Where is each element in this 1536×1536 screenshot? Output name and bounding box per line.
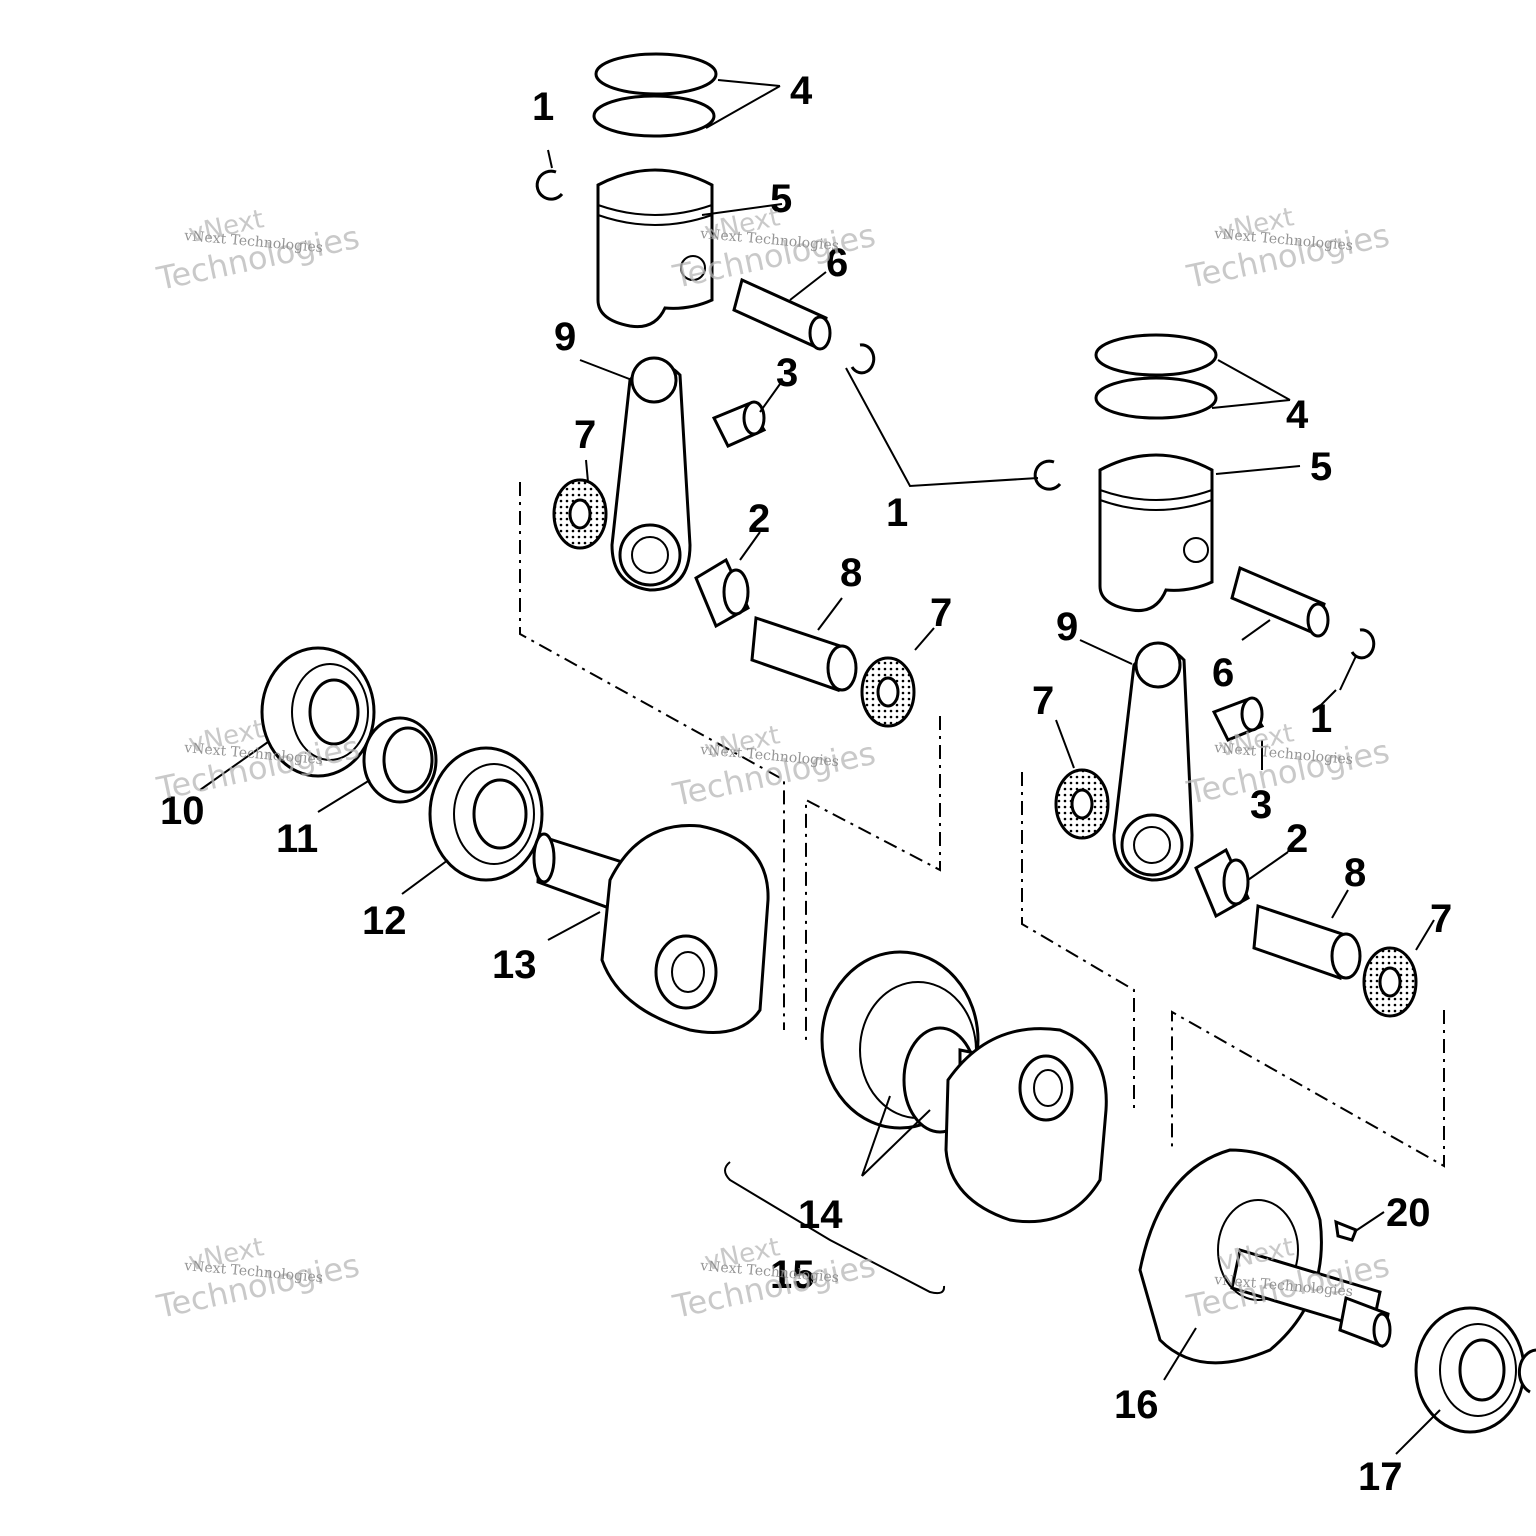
circlip-upper-left (535, 169, 564, 201)
callout-17: 17 (1358, 1455, 1403, 1499)
callout-7-upper-left: 7 (574, 413, 596, 457)
bracket-15 (724, 1161, 946, 1295)
callout-3-upper: 3 (776, 351, 798, 395)
needle-bearing-small-right (1211, 696, 1265, 742)
callout-6-right: 6 (1212, 651, 1234, 695)
leader-lines (199, 79, 1441, 1455)
callout-16: 16 (1114, 1383, 1159, 1427)
thrust-washer-right-right (1362, 946, 1418, 1018)
callout-7-upper-right: 7 (930, 591, 952, 635)
piston-upper-left (596, 168, 714, 329)
callout-20: 20 (1386, 1191, 1431, 1235)
main-bearing-left-outer (260, 646, 376, 778)
callout-12: 12 (362, 899, 407, 943)
assembly-line-upper (519, 482, 785, 1030)
crankshaft-center (820, 950, 1108, 1224)
piston-rings-upper-left (592, 52, 718, 138)
callout-8-right: 8 (1344, 851, 1366, 895)
callout-5-upper: 5 (770, 177, 792, 221)
crank-pin-right (1252, 903, 1362, 981)
callout-9-right: 9 (1056, 605, 1078, 649)
circlip-right-lower (1350, 628, 1376, 660)
piston-pin-upper-left (732, 277, 832, 351)
circlip-upper-mid (850, 343, 876, 375)
watermark-mid-center: vNext Technologies (669, 720, 879, 814)
callout-11: 11 (276, 817, 318, 861)
callout-7-right-left: 7 (1032, 679, 1054, 723)
callout-2-right: 2 (1286, 817, 1308, 861)
circlip-far-right (1517, 1348, 1536, 1394)
crankshaft-half-right (1138, 1148, 1392, 1365)
callout-1-right: 1 (1310, 697, 1332, 741)
thrust-washer-upper-right (860, 656, 916, 728)
main-bearing-left-inner (428, 746, 544, 882)
piston-rings-right (1094, 333, 1218, 420)
piston-pin-right (1230, 565, 1330, 638)
crank-pin-upper (750, 615, 858, 693)
crankshaft-half-left (532, 823, 770, 1034)
callout-6-upper: 6 (826, 241, 848, 285)
piston-right (1098, 453, 1214, 613)
connecting-rod-right (1112, 641, 1194, 882)
woodruff-key (1334, 1219, 1358, 1242)
spacer-ring-left (362, 716, 438, 804)
needle-bearing-big-upper (694, 557, 750, 629)
callout-4-upper: 4 (790, 69, 813, 113)
callout-4-right: 4 (1286, 393, 1309, 437)
callout-8-upper: 8 (840, 551, 862, 595)
callout-15: 15 (770, 1253, 815, 1297)
thrust-washer-right-left (1054, 768, 1110, 840)
callout-13: 13 (492, 943, 537, 987)
callout-5-right: 5 (1310, 445, 1332, 489)
callout-3-right: 3 (1250, 783, 1272, 827)
callout-1-upper: 1 (532, 85, 554, 129)
callout-labels: 1 4 5 6 9 3 7 2 8 7 1 4 5 9 6 7 1 3 2 8 … (160, 69, 1452, 1499)
needle-bearing-big-right (1194, 847, 1250, 919)
connecting-rod-upper-left (610, 356, 692, 592)
circlip-right-upper (1033, 459, 1062, 491)
callout-2-upper: 2 (748, 497, 770, 541)
callout-1-middle: 1 (886, 491, 908, 535)
callout-9-upper: 9 (554, 315, 576, 359)
callout-10: 10 (160, 789, 205, 833)
needle-bearing-small-upper (711, 400, 767, 448)
callout-14: 14 (798, 1193, 843, 1237)
callout-7-right-right: 7 (1430, 897, 1452, 941)
assembly-line-right (1021, 772, 1135, 1110)
main-bearing-right (1414, 1306, 1526, 1434)
thrust-washer-upper-left (552, 478, 608, 550)
